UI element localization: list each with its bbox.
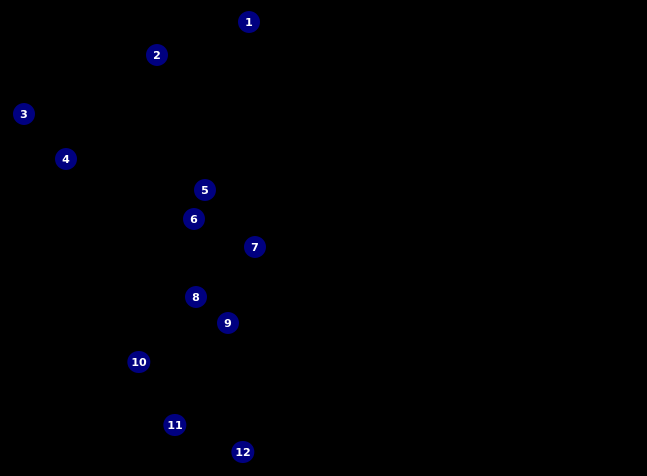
som-mark-11[interactable]: 11 — [163, 414, 187, 436]
som-mark-3[interactable]: 3 — [13, 103, 35, 125]
som-mark-4[interactable]: 4 — [55, 148, 77, 170]
som-mark-7[interactable]: 7 — [244, 236, 266, 258]
som-mark-5[interactable]: 5 — [194, 179, 216, 201]
som-mark-2[interactable]: 2 — [146, 44, 168, 66]
som-mark-1[interactable]: 1 — [238, 11, 260, 33]
som-mark-8[interactable]: 8 — [185, 286, 207, 308]
som-mark-12[interactable]: 12 — [231, 441, 255, 463]
som-mark-10[interactable]: 10 — [127, 351, 151, 373]
som-mark-6[interactable]: 6 — [183, 208, 205, 230]
som-mark-9[interactable]: 9 — [217, 312, 239, 334]
